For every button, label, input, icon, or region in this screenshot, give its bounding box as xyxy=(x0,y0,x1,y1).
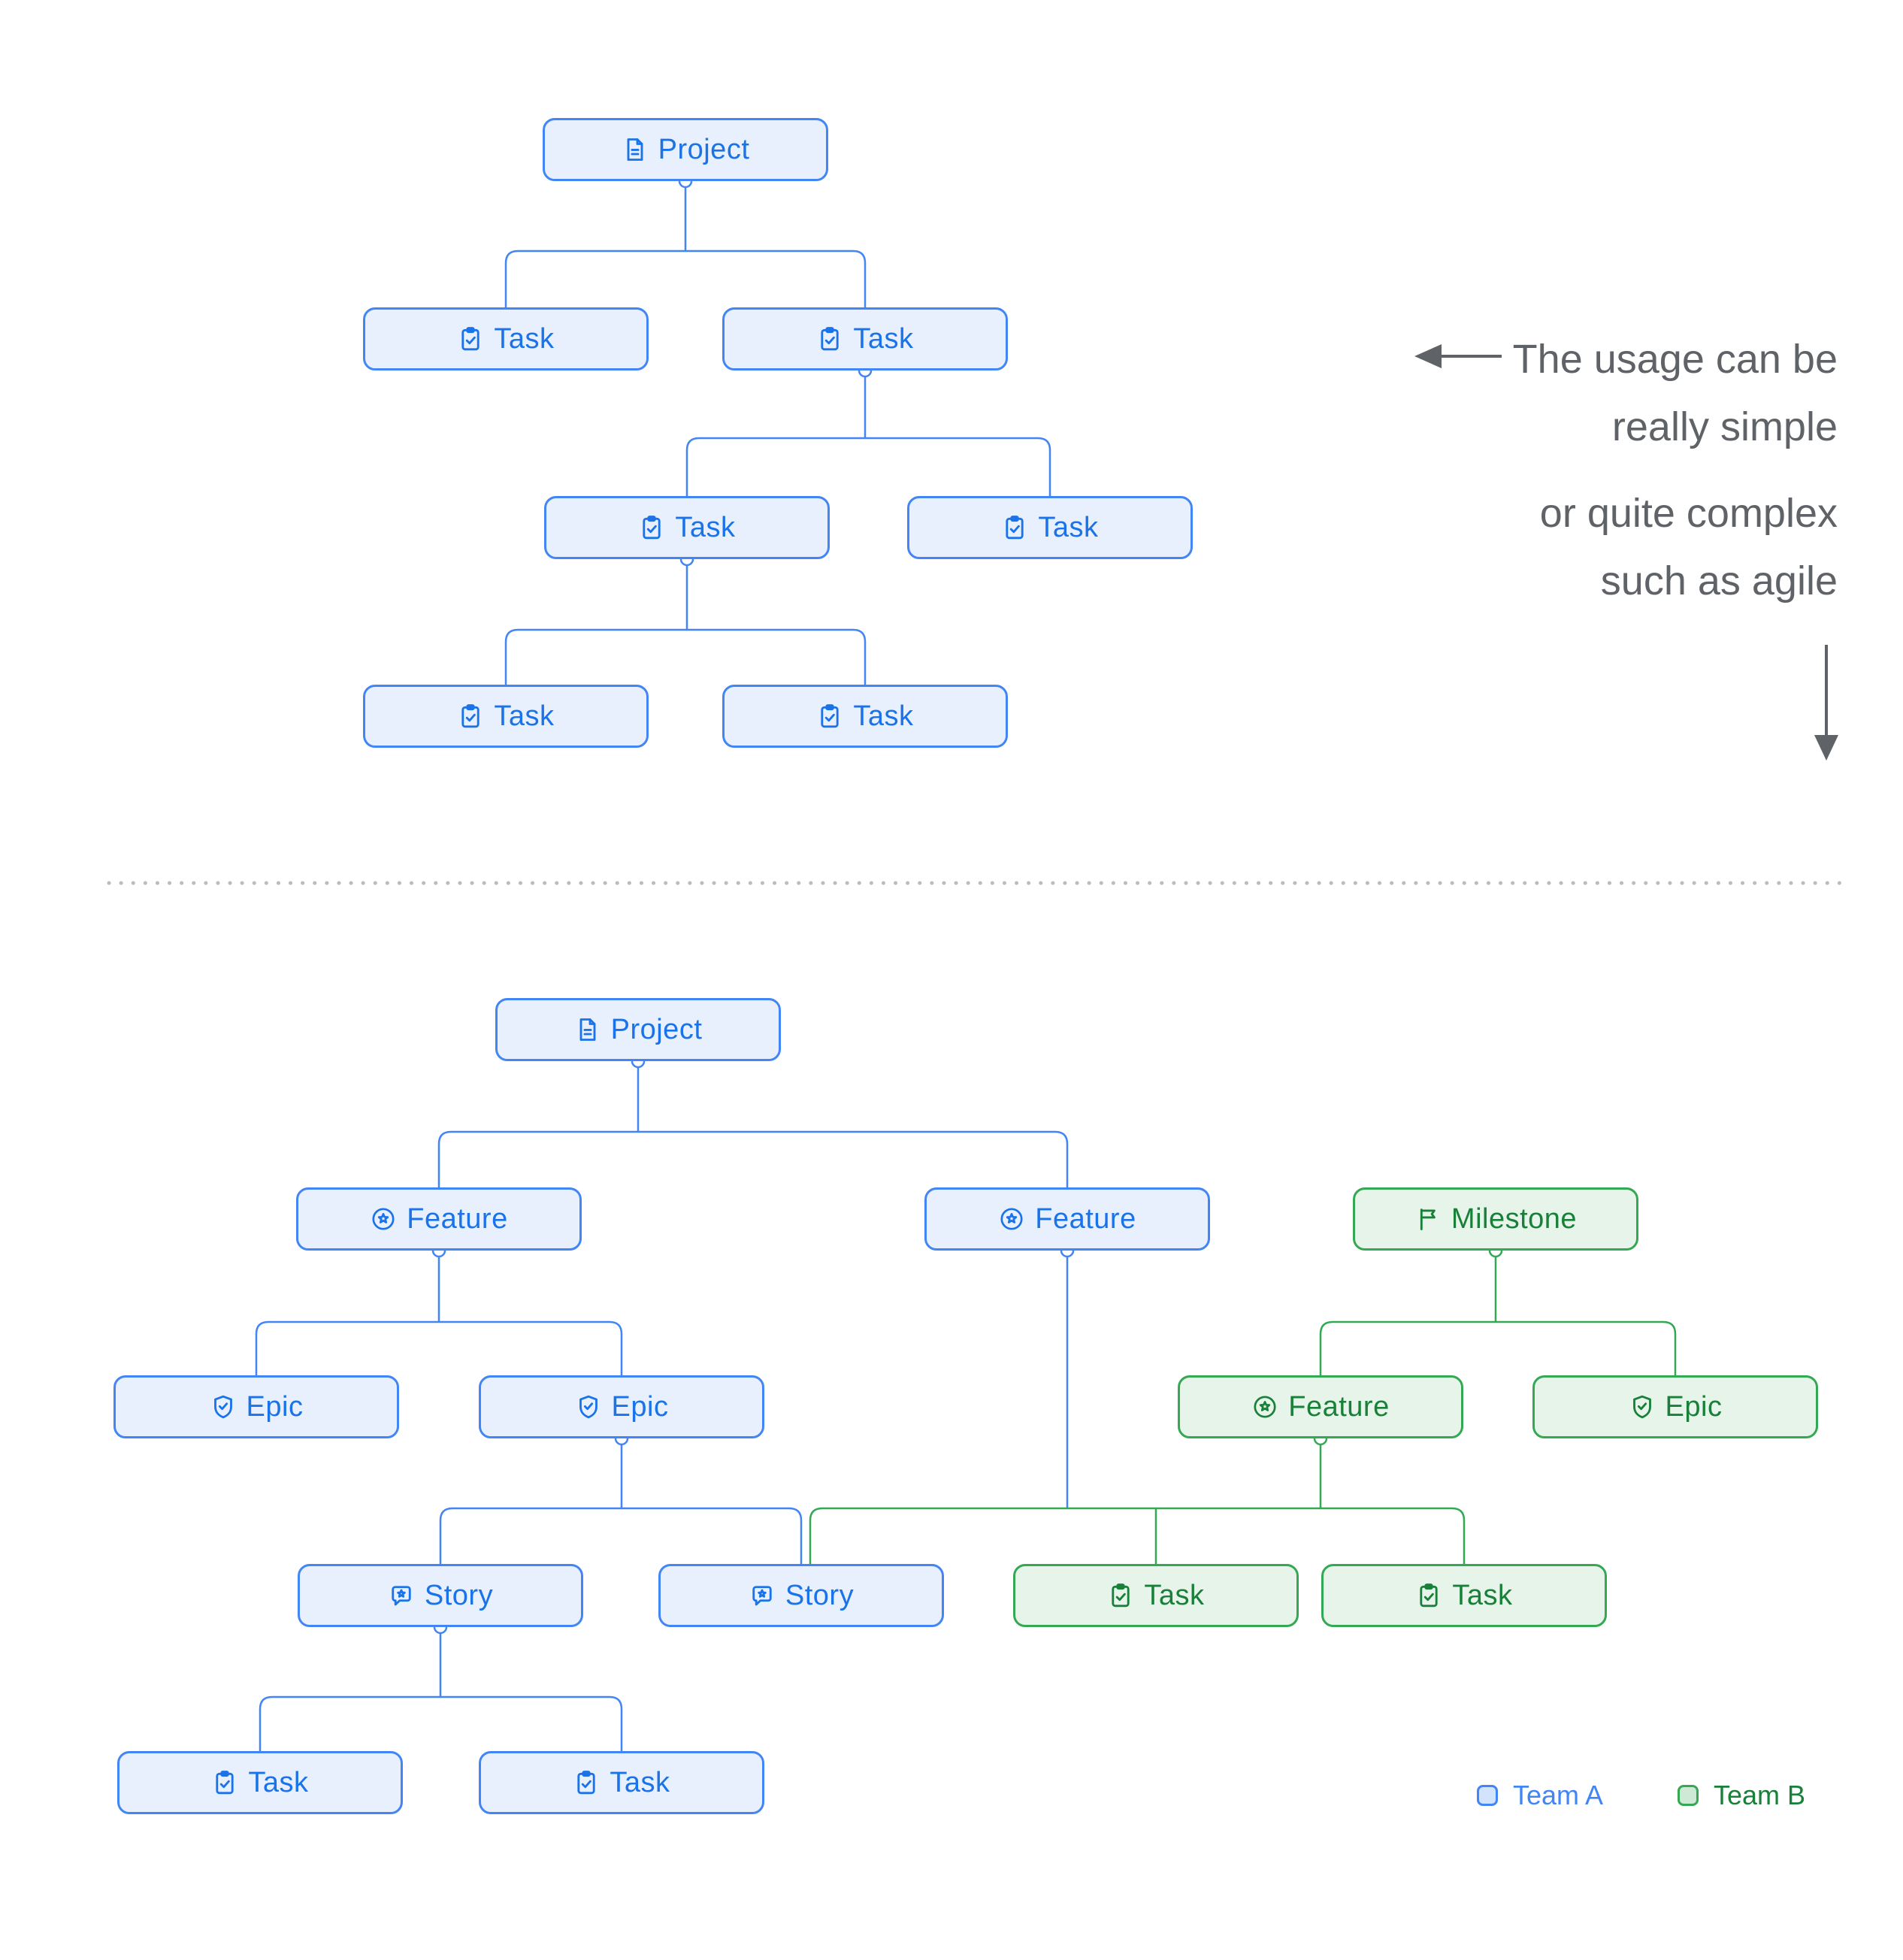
epic-shield-icon xyxy=(1629,1393,1656,1420)
task-check-icon xyxy=(816,325,843,352)
node-label: Epic xyxy=(611,1390,669,1423)
node-feature-agile-1: Feature xyxy=(296,1187,582,1251)
node-project-agile: Project xyxy=(495,998,781,1061)
task-check-icon xyxy=(816,703,843,730)
feature-star-icon xyxy=(1251,1393,1278,1420)
node-label: Story xyxy=(785,1579,855,1611)
node-epic-1: Epic xyxy=(113,1375,399,1438)
story-bubble-icon xyxy=(749,1582,776,1609)
annotation-line: or quite complex xyxy=(1539,491,1838,536)
epic-shield-icon xyxy=(575,1393,602,1420)
task-check-icon xyxy=(457,325,484,352)
node-task-simple-6: Task xyxy=(722,685,1008,748)
node-task-simple-2: Task xyxy=(722,307,1008,371)
node-epic-teamb: Epic xyxy=(1532,1375,1818,1438)
node-task-teamb-1: Task xyxy=(1013,1564,1299,1627)
node-label: Project xyxy=(658,133,750,165)
node-task-simple-1: Task xyxy=(363,307,649,371)
node-label: Feature xyxy=(1288,1390,1390,1423)
node-label: Task xyxy=(1452,1579,1513,1611)
node-label: Task xyxy=(1144,1579,1205,1611)
node-feature-teamb: Feature xyxy=(1178,1375,1463,1438)
node-label: Milestone xyxy=(1451,1202,1578,1235)
document-icon xyxy=(622,136,649,163)
node-story-1: Story xyxy=(298,1564,583,1627)
node-label: Task xyxy=(853,322,914,355)
node-task-agile-1: Task xyxy=(117,1751,403,1814)
team-b-swatch xyxy=(1678,1785,1699,1806)
task-check-icon xyxy=(638,514,665,541)
annotation-line: such as agile xyxy=(1600,558,1838,603)
node-label: Task xyxy=(610,1766,670,1798)
task-check-icon xyxy=(573,1769,600,1796)
node-label: Epic xyxy=(1665,1390,1723,1423)
node-label: Project xyxy=(610,1013,703,1045)
annotation-complex: or quite complex such as agile xyxy=(1540,479,1838,615)
annotation-simple: The usage can be really simple xyxy=(1513,325,1838,461)
task-check-icon xyxy=(211,1769,238,1796)
node-label: Task xyxy=(494,322,555,355)
legend-label: Team B xyxy=(1714,1780,1806,1810)
node-label: Epic xyxy=(246,1390,304,1423)
node-label: Task xyxy=(1038,511,1099,543)
story-bubble-icon xyxy=(388,1582,415,1609)
node-task-simple-4: Task xyxy=(907,496,1193,559)
node-label: Task xyxy=(494,700,555,732)
node-label: Feature xyxy=(1035,1202,1136,1235)
node-label: Task xyxy=(675,511,736,543)
document-icon xyxy=(574,1016,601,1043)
task-check-icon xyxy=(1415,1582,1442,1609)
node-task-agile-2: Task xyxy=(479,1751,764,1814)
legend-label: Team A xyxy=(1513,1780,1604,1810)
node-epic-2: Epic xyxy=(479,1375,764,1438)
node-task-teamb-2: Task xyxy=(1321,1564,1607,1627)
node-task-simple-5: Task xyxy=(363,685,649,748)
legend-team-b: Team B xyxy=(1678,1780,1805,1811)
node-task-simple-3: Task xyxy=(544,496,830,559)
feature-star-icon xyxy=(370,1205,397,1233)
milestone-flag-icon xyxy=(1414,1205,1442,1233)
task-check-icon xyxy=(457,703,484,730)
feature-star-icon xyxy=(998,1205,1025,1233)
node-label: Feature xyxy=(407,1202,508,1235)
annotation-line: The usage can be xyxy=(1512,337,1838,382)
legend-team-a: Team A xyxy=(1477,1780,1603,1811)
node-project-simple: Project xyxy=(543,118,828,181)
annotation-line: really simple xyxy=(1611,404,1838,449)
task-check-icon xyxy=(1107,1582,1134,1609)
task-check-icon xyxy=(1001,514,1028,541)
node-milestone: Milestone xyxy=(1353,1187,1638,1251)
team-a-swatch xyxy=(1477,1785,1498,1806)
node-label: Story xyxy=(424,1579,494,1611)
epic-shield-icon xyxy=(210,1393,237,1420)
node-label: Task xyxy=(853,700,914,732)
node-story-2: Story xyxy=(658,1564,944,1627)
node-label: Task xyxy=(248,1766,309,1798)
node-feature-agile-2: Feature xyxy=(924,1187,1210,1251)
